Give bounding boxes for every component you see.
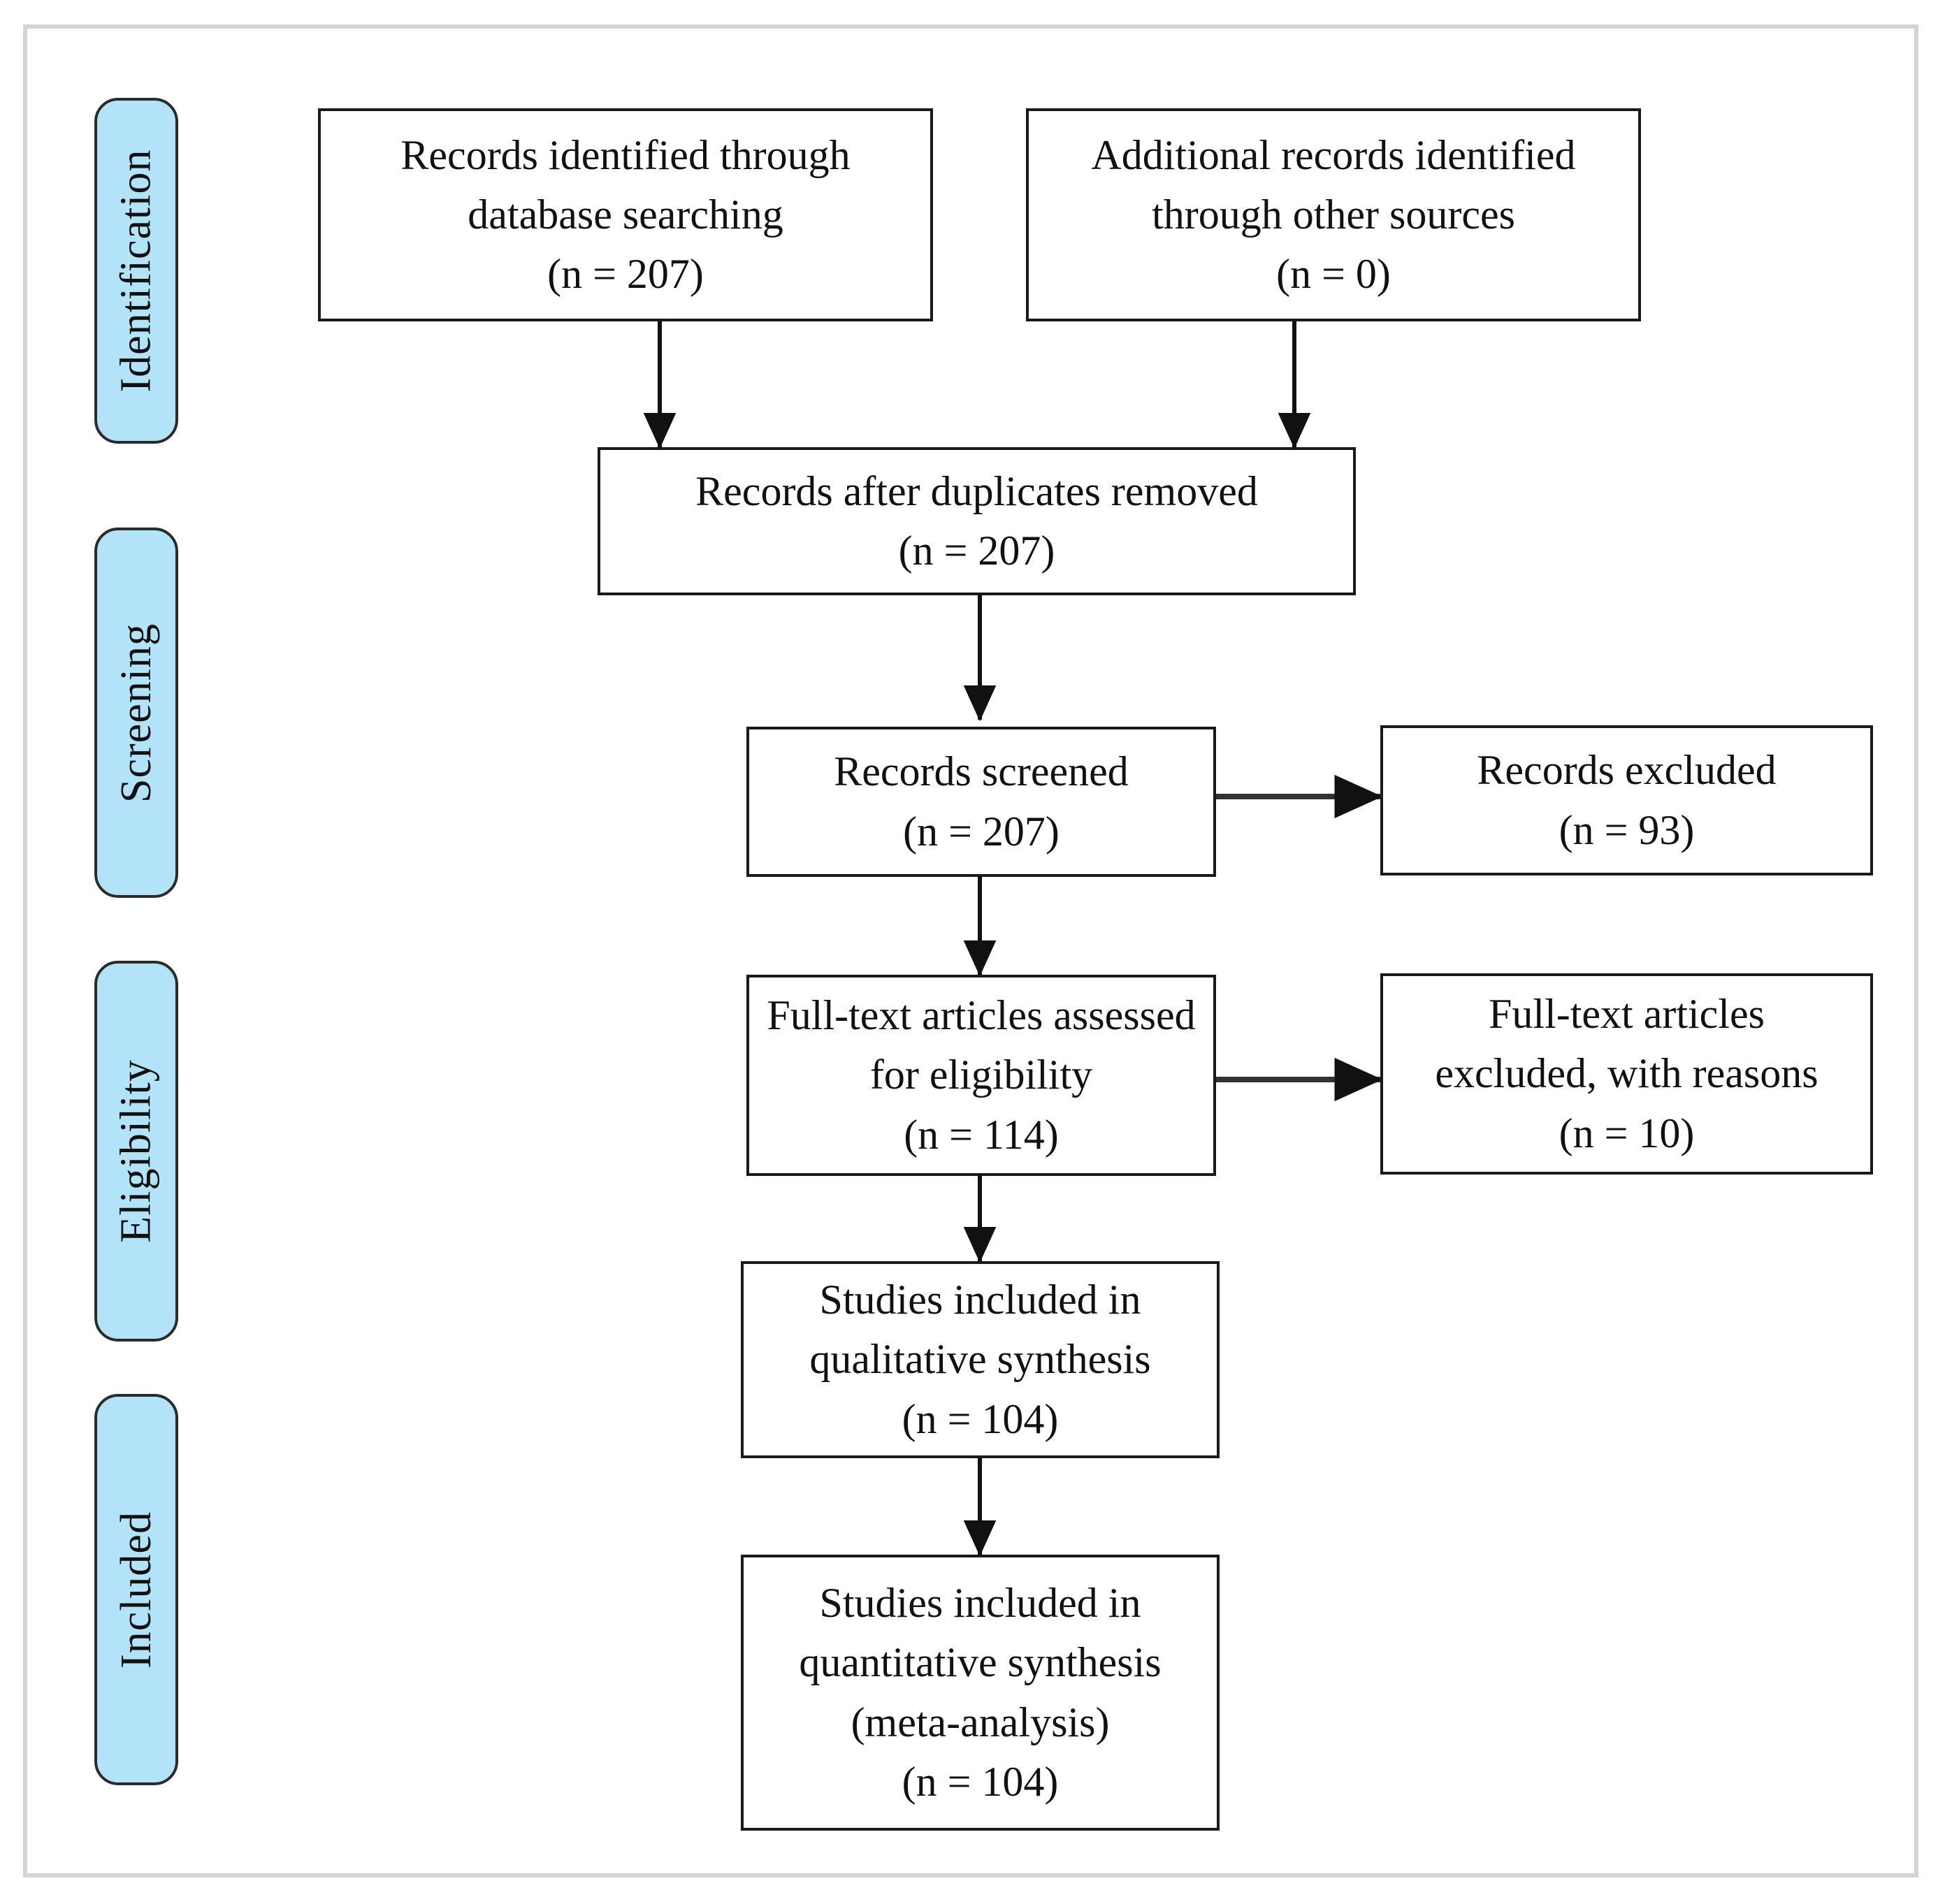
box-count: (n = 114) [904,1111,1059,1158]
box-line: Additional records identified [1091,131,1576,178]
box-line: qualitative synthesis [809,1336,1151,1383]
box-count: (n = 207) [903,808,1060,855]
box-line: for eligibility [869,1052,1093,1098]
stage-label-included: Included [112,1511,160,1669]
box-count: (n = 0) [1276,251,1391,298]
box-quantitative-synthesis: Studies included in quantitative synthes… [741,1555,1220,1831]
box-line: Studies included in [819,1277,1141,1323]
stage-label-identification: Identification [112,149,160,393]
box-count: (n = 207) [898,528,1055,574]
stage-pill-screening: Screening [94,528,178,898]
box-qualitative-synthesis: Studies included in qualitative synthesi… [741,1261,1220,1458]
stage-label-eligibility: Eligibility [112,1059,160,1243]
box-line: Records excluded [1477,747,1777,794]
box-count: (n = 104) [902,1758,1059,1805]
box-fulltext-excluded: Full-text articles excluded, with reason… [1380,973,1873,1175]
stage-pill-eligibility: Eligibility [94,961,178,1342]
box-line: Full-text articles [1489,991,1765,1038]
box-line: Records identified through [400,131,851,178]
box-line: Records after duplicates removed [695,467,1258,514]
box-line: (meta-analysis) [851,1699,1110,1745]
box-count: (n = 10) [1559,1110,1695,1156]
box-line: database searching [468,191,783,238]
box-line: Full-text articles assessed [767,992,1196,1039]
box-line: Records screened [834,748,1129,795]
stage-pill-included: Included [94,1394,178,1785]
box-records-after-duplicates: Records after duplicates removed (n = 20… [598,447,1356,595]
box-records-identified-other: Additional records identified through ot… [1026,108,1641,321]
box-line: Studies included in [819,1580,1141,1627]
box-records-identified-database: Records identified through database sear… [318,108,933,321]
box-count: (n = 207) [547,251,704,298]
box-records-screened: Records screened (n = 207) [746,727,1216,877]
box-count: (n = 104) [902,1395,1059,1442]
stage-pill-identification: Identification [94,98,178,444]
box-line: through other sources [1152,191,1515,238]
stage-label-screening: Screening [112,623,160,803]
box-count: (n = 93) [1559,806,1695,853]
box-records-excluded: Records excluded (n = 93) [1380,725,1873,875]
box-line: excluded, with reasons [1435,1050,1819,1097]
box-fulltext-assessed: Full-text articles assessed for eligibil… [746,975,1216,1176]
box-line: quantitative synthesis [799,1639,1162,1686]
